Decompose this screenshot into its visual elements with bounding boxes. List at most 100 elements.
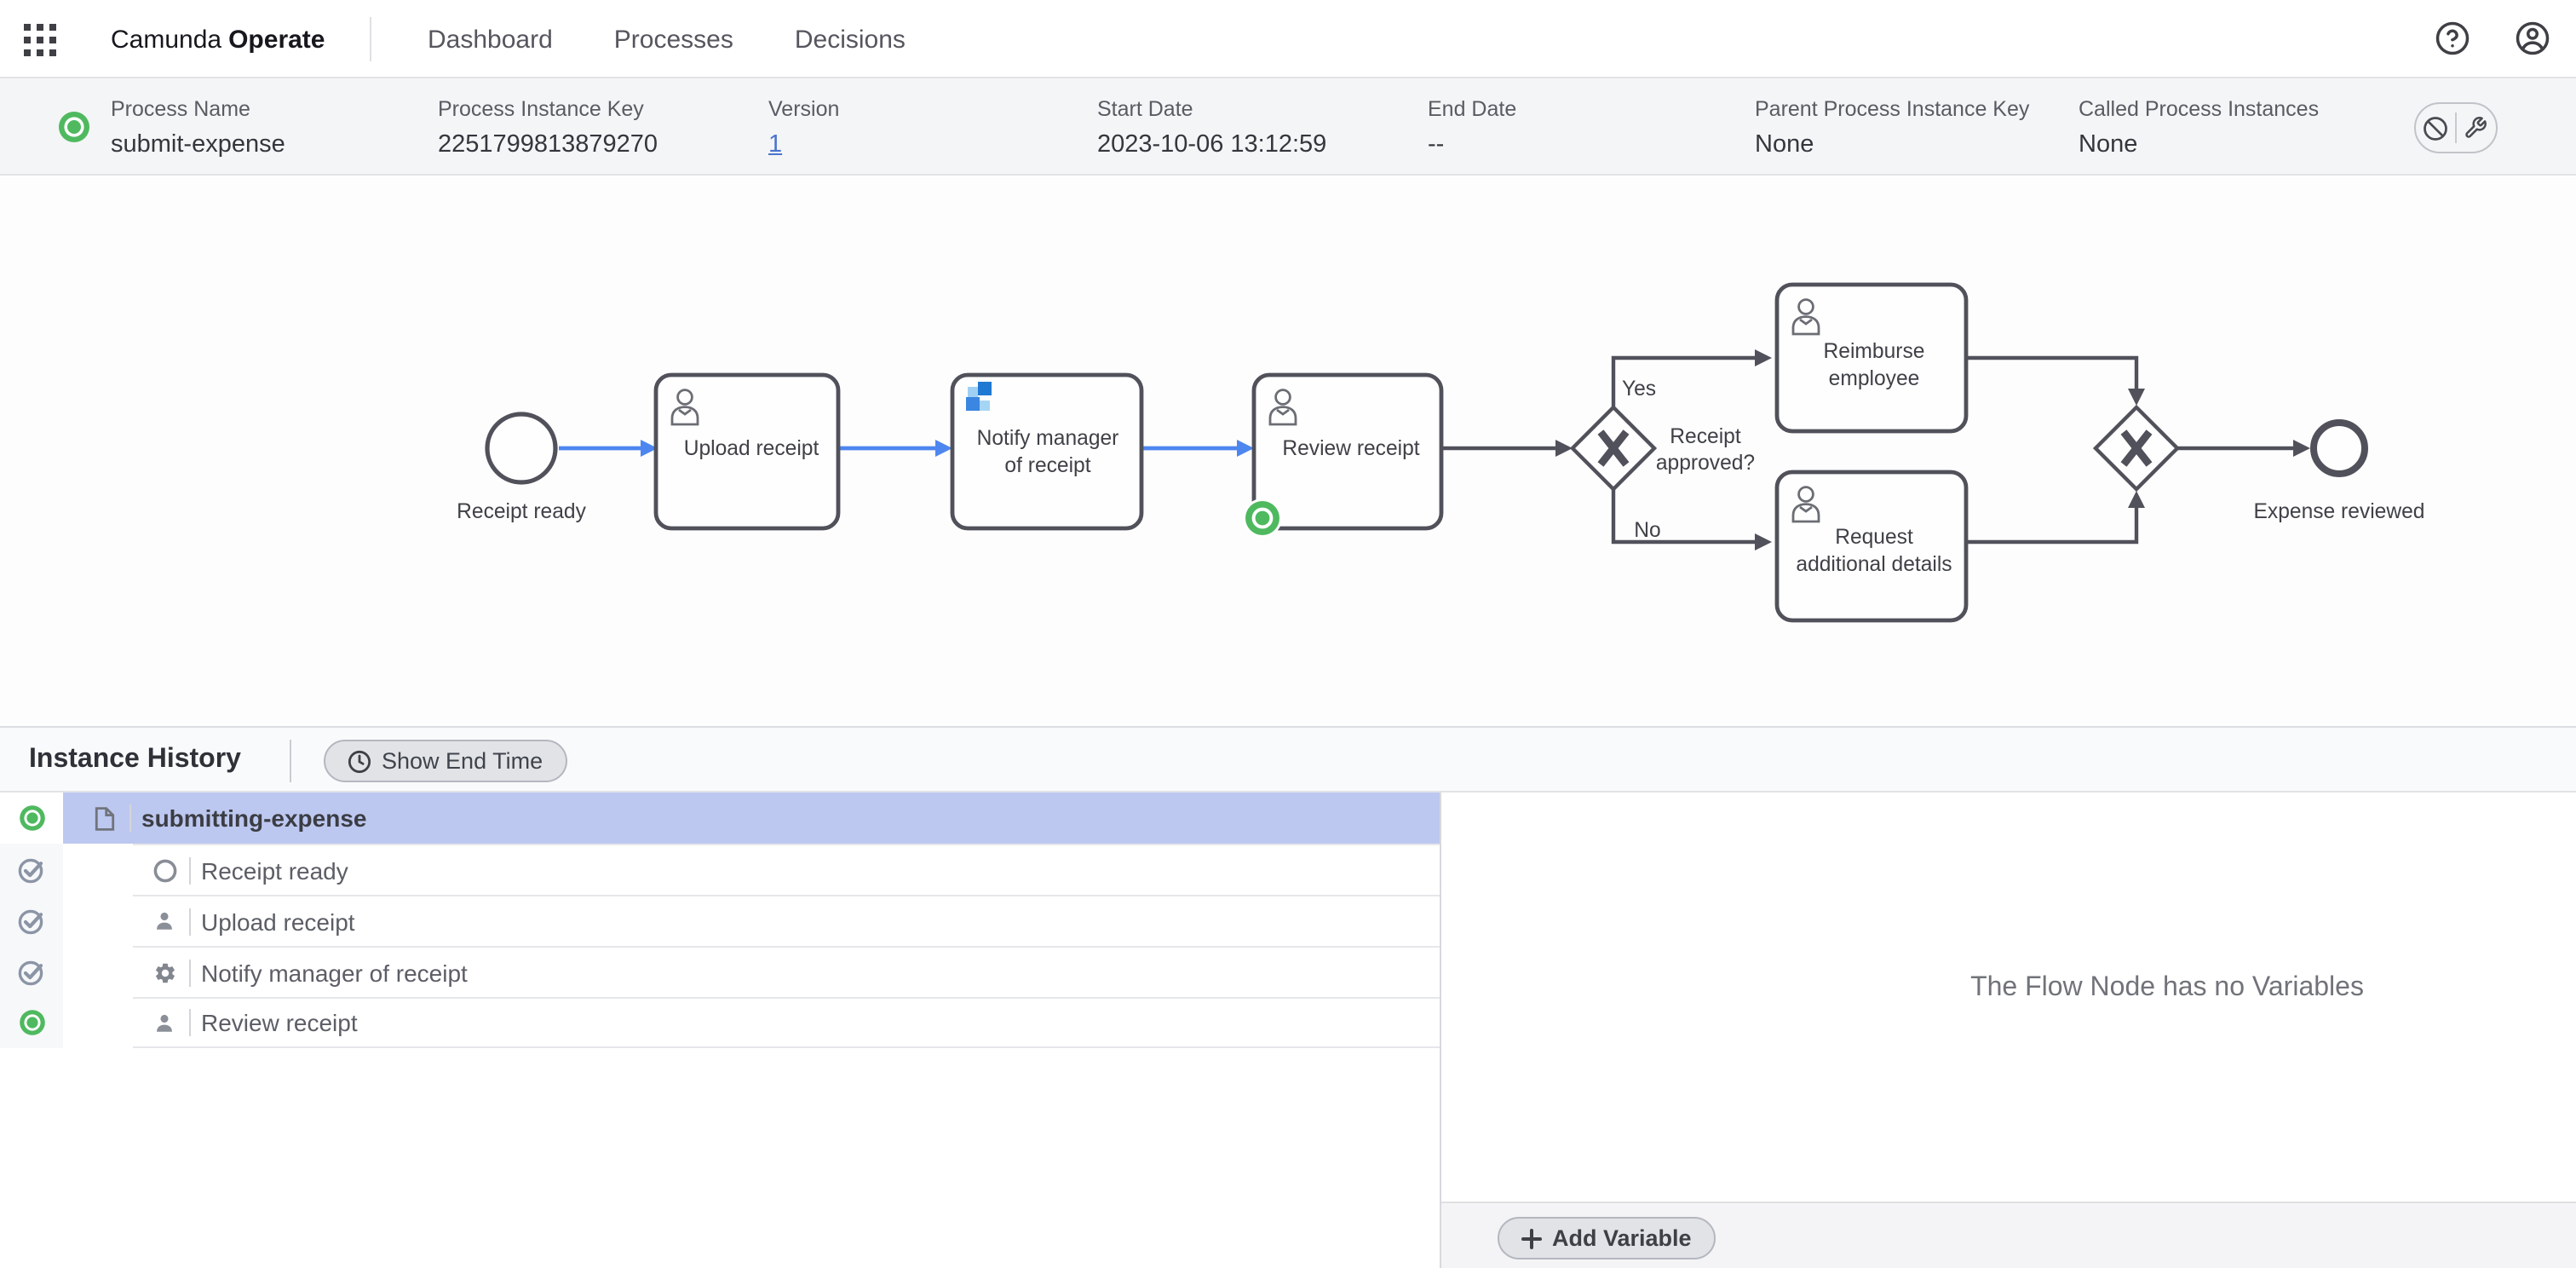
task-label-line2: employee — [1829, 367, 1920, 390]
row-divider — [189, 1009, 191, 1036]
history-row-receipt-ready[interactable]: Receipt ready — [0, 844, 1440, 895]
field-end-date: End Date -- — [1428, 95, 1516, 162]
task-request-additional-details[interactable] — [1774, 470, 1969, 623]
variables-panel: The Flow Node has no Variables Add Varia… — [1440, 792, 2576, 1268]
user-task-icon — [157, 1013, 172, 1031]
row-divider — [189, 908, 191, 935]
tab-decisions[interactable]: Decisions — [794, 25, 906, 54]
field-value: -- — [1428, 131, 1445, 158]
field-label: Process Name — [111, 97, 250, 121]
gateway-x-marker — [1597, 429, 1630, 467]
nav-tabs: Dashboard Processes Decisions — [428, 0, 906, 78]
field-value: 2023-10-06 13:12:59 — [1097, 131, 1327, 158]
start-event-icon — [152, 858, 176, 882]
user-task-icon — [1791, 486, 1820, 523]
tab-processes[interactable]: Processes — [613, 25, 733, 54]
history-bar-divider — [290, 740, 291, 782]
field-label: Start Date — [1097, 97, 1193, 121]
state-completed-icon — [18, 908, 43, 934]
history-row-label: submitting-expense — [141, 804, 367, 832]
user-task-icon — [157, 912, 172, 930]
field-label: Version — [768, 97, 840, 121]
field-value: 2251799813879270 — [438, 131, 658, 158]
task-label-line1: Notify manager — [977, 427, 1119, 450]
actions-divider — [2455, 112, 2457, 143]
instance-active-state-icon — [59, 112, 89, 142]
gateway-label-line1: Receipt — [1670, 425, 1741, 448]
task-label: Upload receipt — [684, 437, 819, 460]
start-event-receipt-ready[interactable] — [485, 412, 558, 485]
brand-camunda: Camunda — [111, 25, 222, 54]
row-divider — [129, 804, 131, 832]
sequence-flow-completed — [559, 440, 1254, 457]
show-end-time-label: Show End Time — [382, 748, 543, 774]
history-row-label: Receipt ready — [201, 856, 348, 884]
add-variable-button[interactable]: Add Variable — [1498, 1217, 1716, 1259]
wrench-icon — [2466, 117, 2487, 138]
field-value: None — [1755, 131, 1814, 158]
active-token-badge — [1243, 499, 1282, 538]
instance-history-title: Instance History — [29, 745, 241, 774]
row-divider — [189, 856, 191, 884]
end-event-expense-reviewed[interactable] — [2310, 419, 2368, 477]
field-called-process-instances: Called Process Instances None — [2079, 95, 2319, 162]
field-version: Version 1 — [768, 95, 839, 162]
gateway-label-line2: approved? — [1656, 452, 1755, 475]
field-process-instance-key: Process Instance Key 2251799813879270 — [438, 95, 658, 162]
task-label-line2: of receipt — [1004, 454, 1090, 477]
task-label-line1: Request — [1835, 526, 1913, 549]
state-active-icon — [19, 805, 44, 831]
field-label: Parent Process Instance Key — [1755, 97, 2030, 121]
state-completed-icon — [18, 857, 43, 883]
add-variable-label: Add Variable — [1552, 1225, 1692, 1251]
brand: Camunda Operate — [111, 0, 325, 78]
user-avatar-icon[interactable] — [2515, 20, 2550, 56]
history-row-upload-receipt[interactable]: Upload receipt — [0, 895, 1440, 946]
history-row-label: Review receipt — [201, 1009, 358, 1036]
sequence-flow — [1441, 355, 2295, 545]
instance-history-panel: submitting-expense Receipt ready — [0, 792, 1440, 1268]
user-task-icon — [670, 389, 699, 426]
field-start-date: Start Date 2023-10-06 13:12:59 — [1097, 95, 1326, 162]
tab-dashboard[interactable]: Dashboard — [428, 25, 553, 54]
process-document-icon — [95, 806, 115, 830]
task-review-receipt[interactable] — [1251, 372, 1444, 531]
show-end-time-button[interactable]: Show End Time — [324, 740, 567, 782]
variables-footer: Add Variable — [1441, 1202, 2576, 1268]
history-row-review-receipt[interactable]: Review receipt — [0, 997, 1440, 1048]
cancel-instance-button[interactable] — [2416, 104, 2455, 152]
modify-instance-button[interactable] — [2457, 104, 2496, 152]
task-reimburse-employee[interactable] — [1774, 282, 1969, 434]
instance-header: Process Name submit-expense Process Inst… — [0, 78, 2576, 176]
task-label-line1: Reimburse — [1824, 340, 1925, 363]
connector-task-icon — [966, 382, 992, 411]
end-event-label: Expense reviewed — [2254, 500, 2425, 523]
brand-operate: Operate — [228, 25, 325, 54]
ban-icon — [2424, 116, 2447, 140]
row-divider — [189, 959, 191, 986]
task-notify-manager[interactable] — [950, 372, 1144, 531]
task-label: Review receipt — [1282, 437, 1419, 460]
state-active-icon — [19, 1010, 44, 1035]
field-value: None — [2079, 131, 2138, 158]
gateway-x-marker — [2120, 429, 2153, 467]
task-upload-receipt[interactable] — [653, 372, 841, 531]
help-icon[interactable] — [2435, 20, 2470, 56]
plus-icon — [1521, 1228, 1542, 1248]
field-label: Called Process Instances — [2079, 97, 2320, 121]
app-switcher-icon[interactable] — [24, 24, 56, 56]
task-label-line2: additional details — [1796, 553, 1952, 576]
history-row-notify-manager[interactable]: Notify manager of receipt — [0, 946, 1440, 997]
field-value: submit-expense — [111, 131, 285, 158]
flow-label-no: No — [1634, 519, 1660, 542]
history-row-label: Notify manager of receipt — [201, 959, 468, 986]
sequence-flow-arrowheads — [1555, 349, 2310, 550]
instance-actions — [2414, 102, 2498, 153]
history-row-process[interactable]: submitting-expense — [0, 792, 1440, 844]
field-label: End Date — [1428, 97, 1517, 121]
bpmn-diagram: Receipt ready Upload receipt Notify mana… — [0, 176, 2576, 726]
version-link[interactable]: 1 — [768, 131, 783, 158]
service-task-gear-icon — [155, 962, 174, 983]
nav-divider — [370, 17, 371, 61]
